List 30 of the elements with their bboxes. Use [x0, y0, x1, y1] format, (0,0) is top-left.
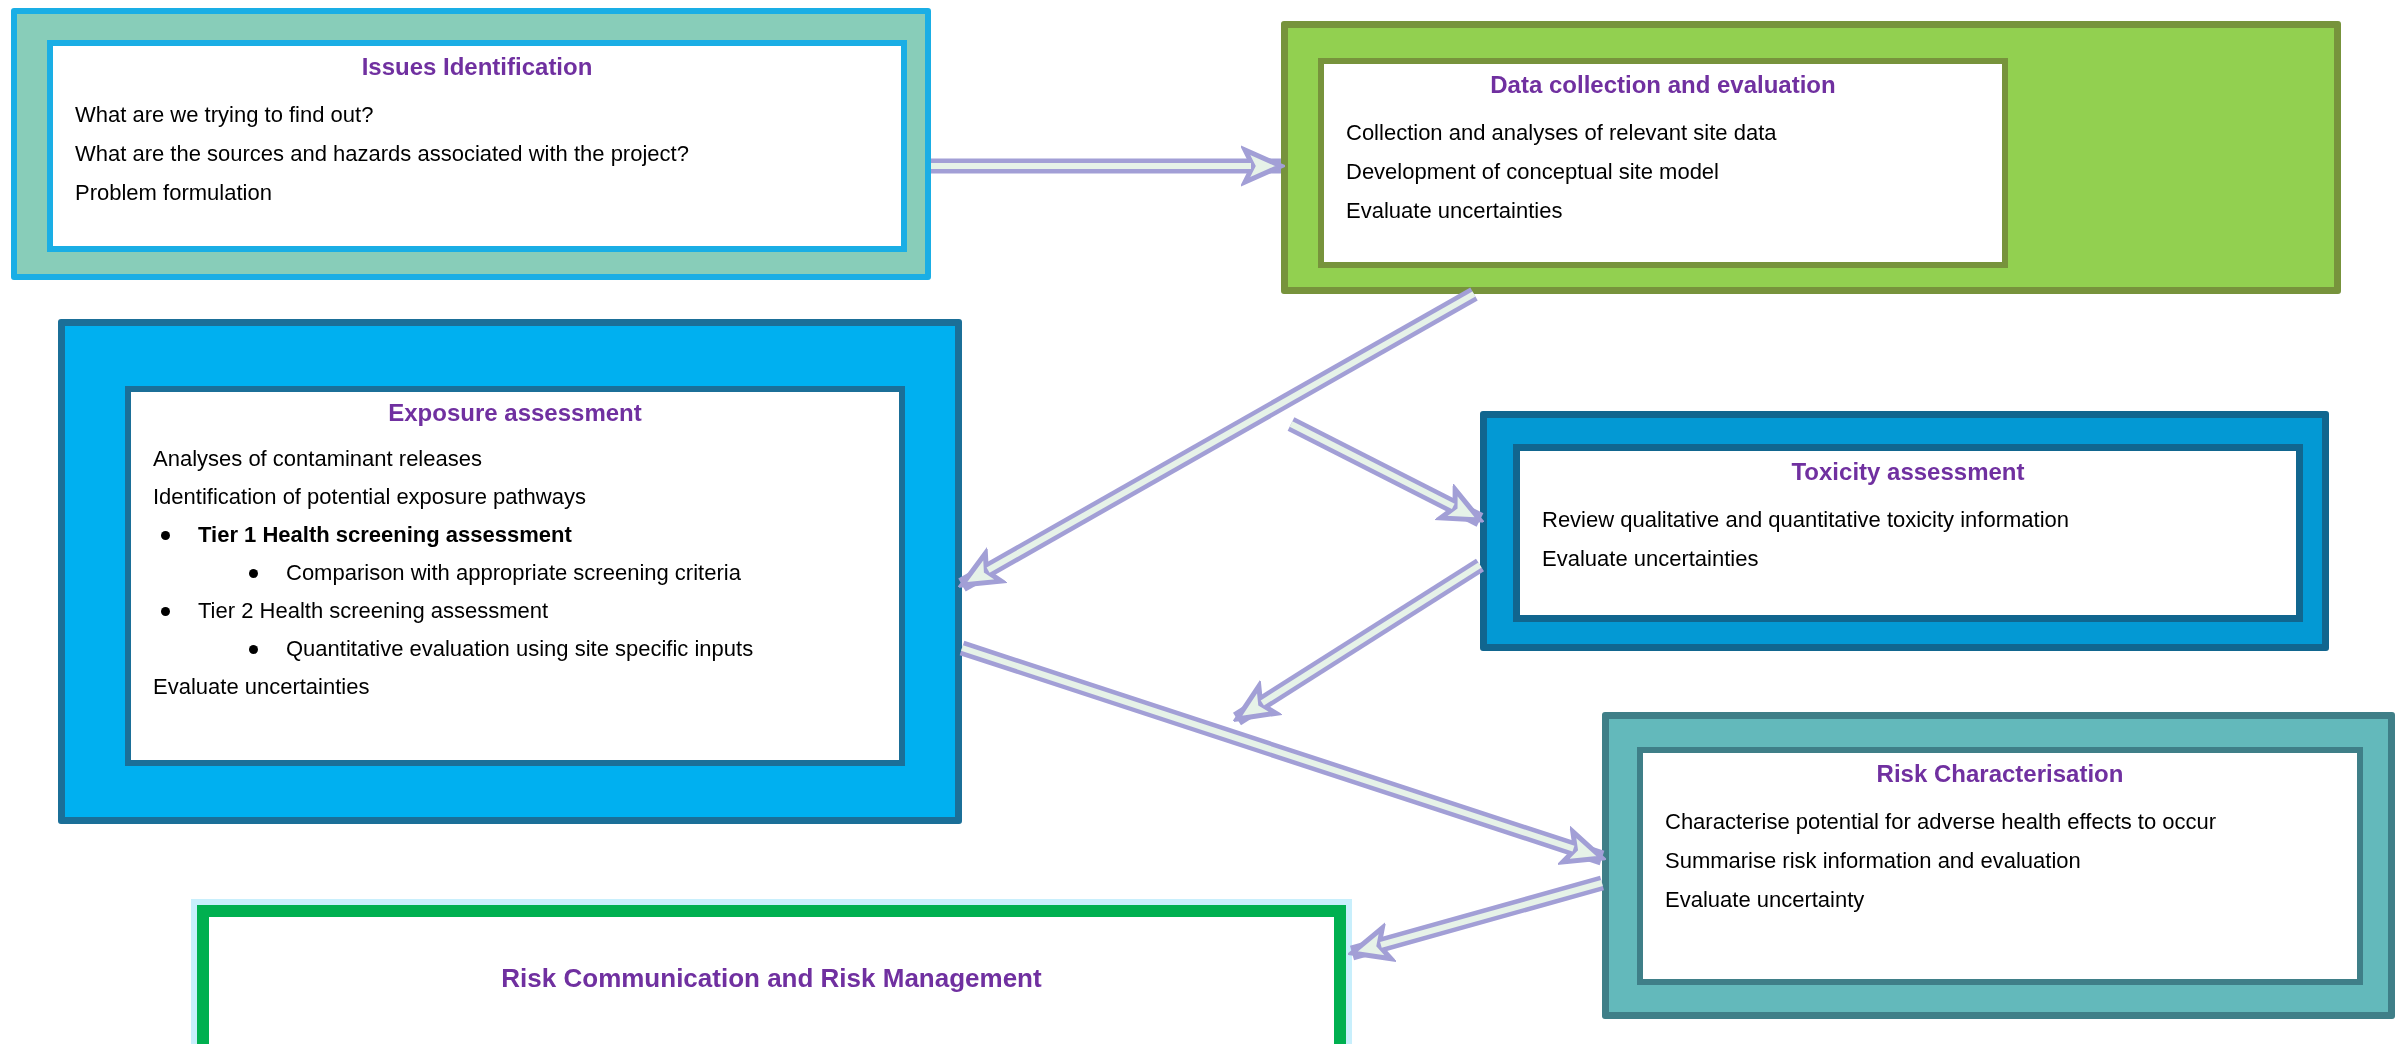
- box-heading: Issues Identification: [361, 52, 593, 82]
- process-box: [1602, 712, 2395, 1019]
- body-text: What are the sources and hazards associated with the project?: [75, 140, 689, 168]
- body-text: Evaluate uncertainties: [153, 673, 370, 701]
- box-heading: Risk Communication and Risk Management: [501, 962, 1042, 995]
- box-heading: Toxicity assessment: [1791, 457, 2025, 487]
- body-text: Tier 2 Health screening assessment: [198, 597, 549, 625]
- process-box: [11, 8, 931, 280]
- body-text: Evaluate uncertainties: [1542, 545, 1759, 573]
- body-text: What are we trying to find out?: [75, 101, 374, 129]
- body-text: Summarise risk information and evaluation: [1665, 847, 2081, 875]
- box-heading: Data collection and evaluation: [1490, 70, 1836, 100]
- body-text: Characterise potential for adverse health effects to occur: [1665, 808, 2217, 836]
- body-text: Identification of potential exposure pathways: [153, 483, 586, 511]
- process-box: [191, 899, 1352, 1044]
- box-heading: Risk Characterisation: [1876, 759, 2124, 789]
- body-text: Review qualitative and quantitative toxicity information: [1542, 506, 2070, 534]
- body-text: Analyses of contaminant releases: [153, 445, 482, 473]
- body-text: Collection and analyses of relevant site data: [1346, 119, 1777, 147]
- process-box: [58, 319, 962, 824]
- body-text: Evaluate uncertainty: [1665, 886, 1865, 914]
- body-text: Quantitative evaluation using site specific inputs: [286, 635, 754, 663]
- process-box: [1480, 411, 2329, 651]
- box-heading: Exposure assessment: [388, 398, 642, 428]
- body-text: Problem formulation: [75, 179, 272, 207]
- process-box: [1281, 21, 2341, 294]
- body-text: Tier 1 Health screening assessment: [198, 521, 572, 549]
- body-text: Comparison with appropriate screening criteria: [286, 559, 741, 587]
- body-text: Development of conceptual site model: [1346, 158, 1719, 186]
- body-text: Evaluate uncertainties: [1346, 197, 1563, 225]
